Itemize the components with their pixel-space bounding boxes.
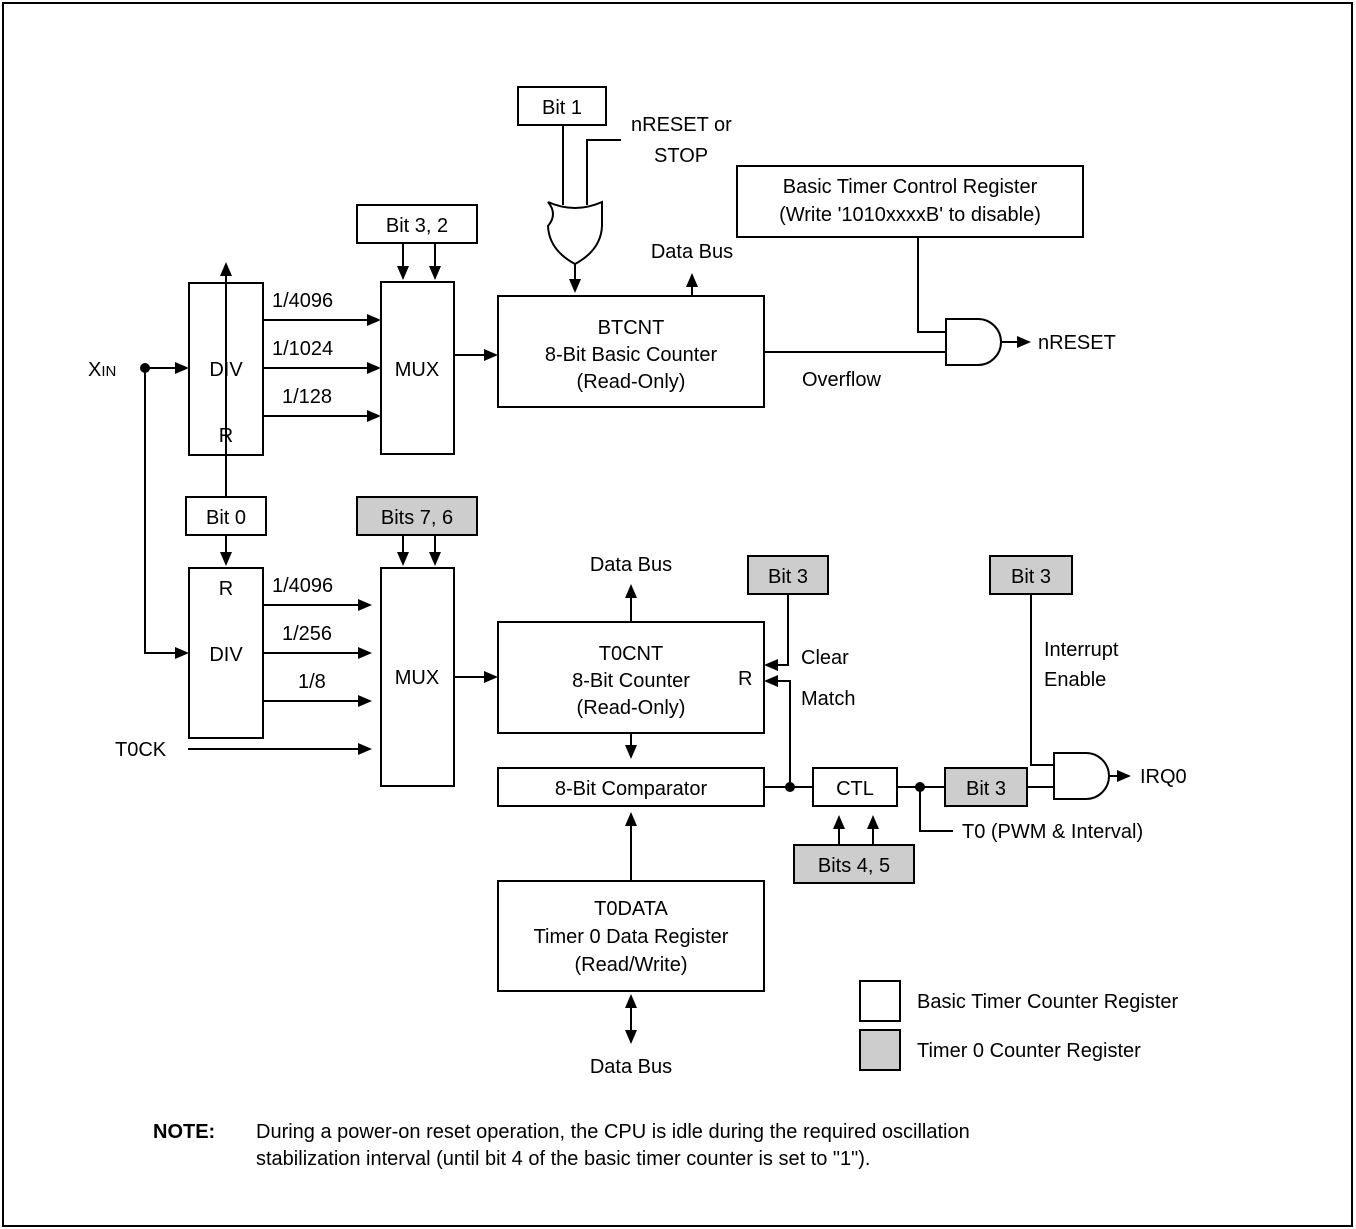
t0cnt-description: 8-Bit Counter — [572, 670, 690, 692]
or-gate — [546, 200, 603, 266]
nreset-or-stop-line1: nRESET or — [631, 114, 732, 136]
match-label: Match — [801, 688, 855, 710]
ratio-1-4096-top: 1/4096 — [272, 290, 333, 312]
t0data-data-bus-label: Data Bus — [590, 1056, 672, 1078]
legend-timer0-swatch — [859, 1029, 901, 1071]
ctl-block — [812, 767, 898, 807]
legend-basic-swatch — [859, 980, 901, 1022]
control-register-note: (Write '1010xxxxB' to disable) — [779, 204, 1041, 226]
overflow-label: Overflow — [802, 369, 881, 391]
interrupt-enable-line1: Interrupt — [1044, 639, 1119, 661]
legend-basic-label: Basic Timer Counter Register — [917, 991, 1179, 1013]
btcnt-description: 8-Bit Basic Counter — [545, 344, 718, 366]
note-line-1: During a power-on reset operation, the C… — [256, 1121, 970, 1143]
interrupt-bit-3-register — [944, 767, 1028, 807]
t0cnt-name: T0CNT — [599, 643, 663, 665]
ratio-1-256-bottom: 1/256 — [282, 623, 332, 645]
t0data-access: (Read/Write) — [575, 954, 688, 976]
comparator-label: 8-Bit Comparator — [555, 778, 708, 800]
ratio-1-128-top: 1/128 — [282, 386, 332, 408]
bits-7-6-register — [356, 496, 478, 536]
t0ck-label: T0CK — [115, 739, 167, 761]
ctl-label: CTL — [836, 778, 874, 800]
t0cnt-access: (Read-Only) — [577, 697, 686, 719]
bits-7-6-label: Bits 7, 6 — [381, 507, 453, 529]
timer0-mux-label: MUX — [395, 667, 439, 689]
nreset-or-stop-line2: STOP — [654, 145, 708, 167]
btcnt-data-bus-label: Data Bus — [651, 241, 733, 263]
legend-timer0-label: Timer 0 Counter Register — [917, 1040, 1141, 1062]
btcnt-register — [497, 295, 765, 408]
note-label: NOTE: — [153, 1121, 215, 1143]
t0data-description: Timer 0 Data Register — [534, 926, 729, 948]
timer0-div-block — [188, 567, 264, 739]
timer0-div-label: DIV — [209, 644, 243, 666]
bit-3-2-register — [356, 204, 478, 244]
and-gate-reset — [945, 318, 1002, 366]
btcnt-access: (Read-Only) — [577, 371, 686, 393]
basic-timer-control-register — [736, 165, 1084, 238]
clear-label: Clear — [801, 647, 849, 669]
bit-1-label: Bit 1 — [542, 97, 582, 119]
interrupt-enable-bit-3-label: Bit 3 — [1011, 566, 1051, 588]
xin-label: XIN — [88, 359, 116, 381]
and-gate-irq — [1053, 752, 1110, 800]
8-bit-comparator — [497, 767, 765, 807]
irq0-output-label: IRQ0 — [1140, 766, 1187, 788]
bit-1-register — [517, 86, 607, 126]
basic-mux-block — [380, 281, 455, 455]
ratio-1-4096-bottom: 1/4096 — [272, 575, 333, 597]
ratio-1-8-bottom: 1/8 — [298, 671, 326, 693]
match-junction-dot — [785, 782, 795, 792]
basic-mux-label: MUX — [395, 359, 439, 381]
bit-3-2-label: Bit 3, 2 — [386, 215, 448, 237]
clear-bit-3-label: Bit 3 — [768, 566, 808, 588]
t0cnt-data-bus-label: Data Bus — [590, 554, 672, 576]
t0-pwm-output-label: T0 (PWM & Interval) — [962, 821, 1143, 843]
t0cnt-reset-label: R — [738, 668, 752, 690]
note-line-2: stabilization interval (until bit 4 of t… — [256, 1148, 870, 1170]
ratio-1-1024-top: 1/1024 — [272, 338, 333, 360]
bit-0-label: Bit 0 — [206, 507, 246, 529]
btcnt-name: BTCNT — [598, 317, 665, 339]
bits-4-5-register — [793, 844, 915, 884]
t0data-register — [497, 880, 765, 992]
nreset-output-label: nRESET — [1038, 332, 1116, 354]
timer0-div-reset-label: R — [219, 578, 233, 600]
control-register-title: Basic Timer Control Register — [783, 176, 1038, 198]
interrupt-bit-3-label: Bit 3 — [966, 778, 1006, 800]
t0data-name: T0DATA — [594, 898, 668, 920]
bits-4-5-label: Bits 4, 5 — [818, 855, 890, 877]
interrupt-enable-line2: Enable — [1044, 669, 1106, 691]
